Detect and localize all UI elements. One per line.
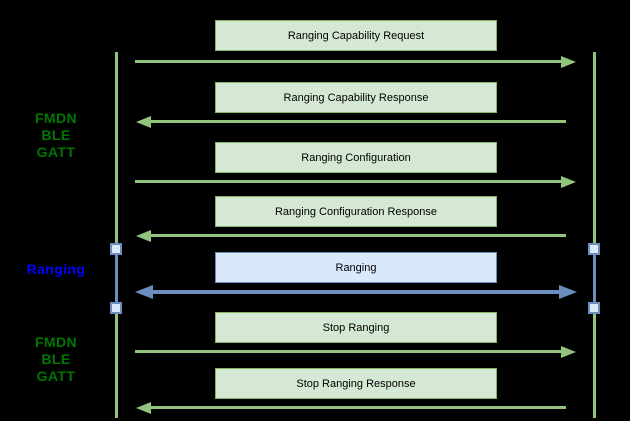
arrowhead-left-icon [136, 230, 151, 242]
arrow-ranging-bidirectional [152, 290, 559, 294]
message-box-stop-ranging-response: Stop Ranging Response [215, 368, 497, 399]
arrowhead-right-icon [561, 56, 576, 68]
lifeline-left-gatt-top-segment [115, 52, 118, 245]
activation-node-right-bottom [588, 302, 600, 314]
message-box-ranging-configuration: Ranging Configuration [215, 142, 497, 173]
phase-label-line: Ranging [26, 261, 86, 277]
arrowhead-right-icon [561, 346, 576, 358]
message-box-ranging-capability-response: Ranging Capability Response [215, 82, 497, 113]
phase-label-line: GATT [36, 368, 76, 384]
message-label: Stop Ranging Response [296, 377, 416, 390]
phase-label-fmdn-ble-gatt-bottom: FMDN BLE GATT [0, 334, 112, 385]
arrow-ranging-configuration [135, 180, 562, 183]
phase-label-line: FMDN [34, 110, 78, 126]
arrow-ranging-configuration-response [150, 234, 566, 237]
message-label: Ranging Capability Request [287, 29, 425, 42]
phase-label-ranging: Ranging [0, 261, 112, 278]
message-label: Stop Ranging [322, 321, 390, 334]
phase-label-line: GATT [36, 144, 76, 160]
arrow-stop-ranging-response [150, 406, 566, 409]
arrow-ranging-capability-response [150, 120, 566, 123]
activation-node-right-top [588, 243, 600, 255]
arrowhead-right-icon [559, 285, 577, 299]
lifeline-left-gatt-bottom-segment [115, 306, 118, 418]
arrow-ranging-capability-request [135, 60, 562, 63]
message-label: Ranging [335, 261, 377, 274]
lifeline-right-ranging-segment [593, 245, 596, 306]
lifeline-right-gatt-top-segment [593, 52, 596, 245]
arrowhead-left-icon [136, 116, 151, 128]
message-box-ranging-capability-request: Ranging Capability Request [215, 20, 497, 51]
arrowhead-left-icon [136, 402, 151, 414]
arrowhead-right-icon [561, 176, 576, 188]
phase-label-line: BLE [41, 351, 71, 367]
message-label: Ranging Configuration Response [274, 205, 438, 218]
arrow-stop-ranging [135, 350, 562, 353]
message-box-stop-ranging: Stop Ranging [215, 312, 497, 343]
activation-node-left-bottom [110, 302, 122, 314]
lifeline-left-ranging-segment [115, 245, 118, 306]
message-box-ranging-configuration-response: Ranging Configuration Response [215, 196, 497, 227]
arrowhead-left-icon [135, 285, 153, 299]
phase-label-fmdn-ble-gatt-top: FMDN BLE GATT [0, 110, 112, 161]
phase-label-line: FMDN [34, 334, 78, 350]
lifeline-right-gatt-bottom-segment [593, 306, 596, 418]
message-label: Ranging Capability Response [283, 91, 429, 104]
phase-label-line: BLE [41, 127, 71, 143]
activation-node-left-top [110, 243, 122, 255]
message-box-ranging: Ranging [215, 252, 497, 283]
message-label: Ranging Configuration [301, 151, 411, 164]
